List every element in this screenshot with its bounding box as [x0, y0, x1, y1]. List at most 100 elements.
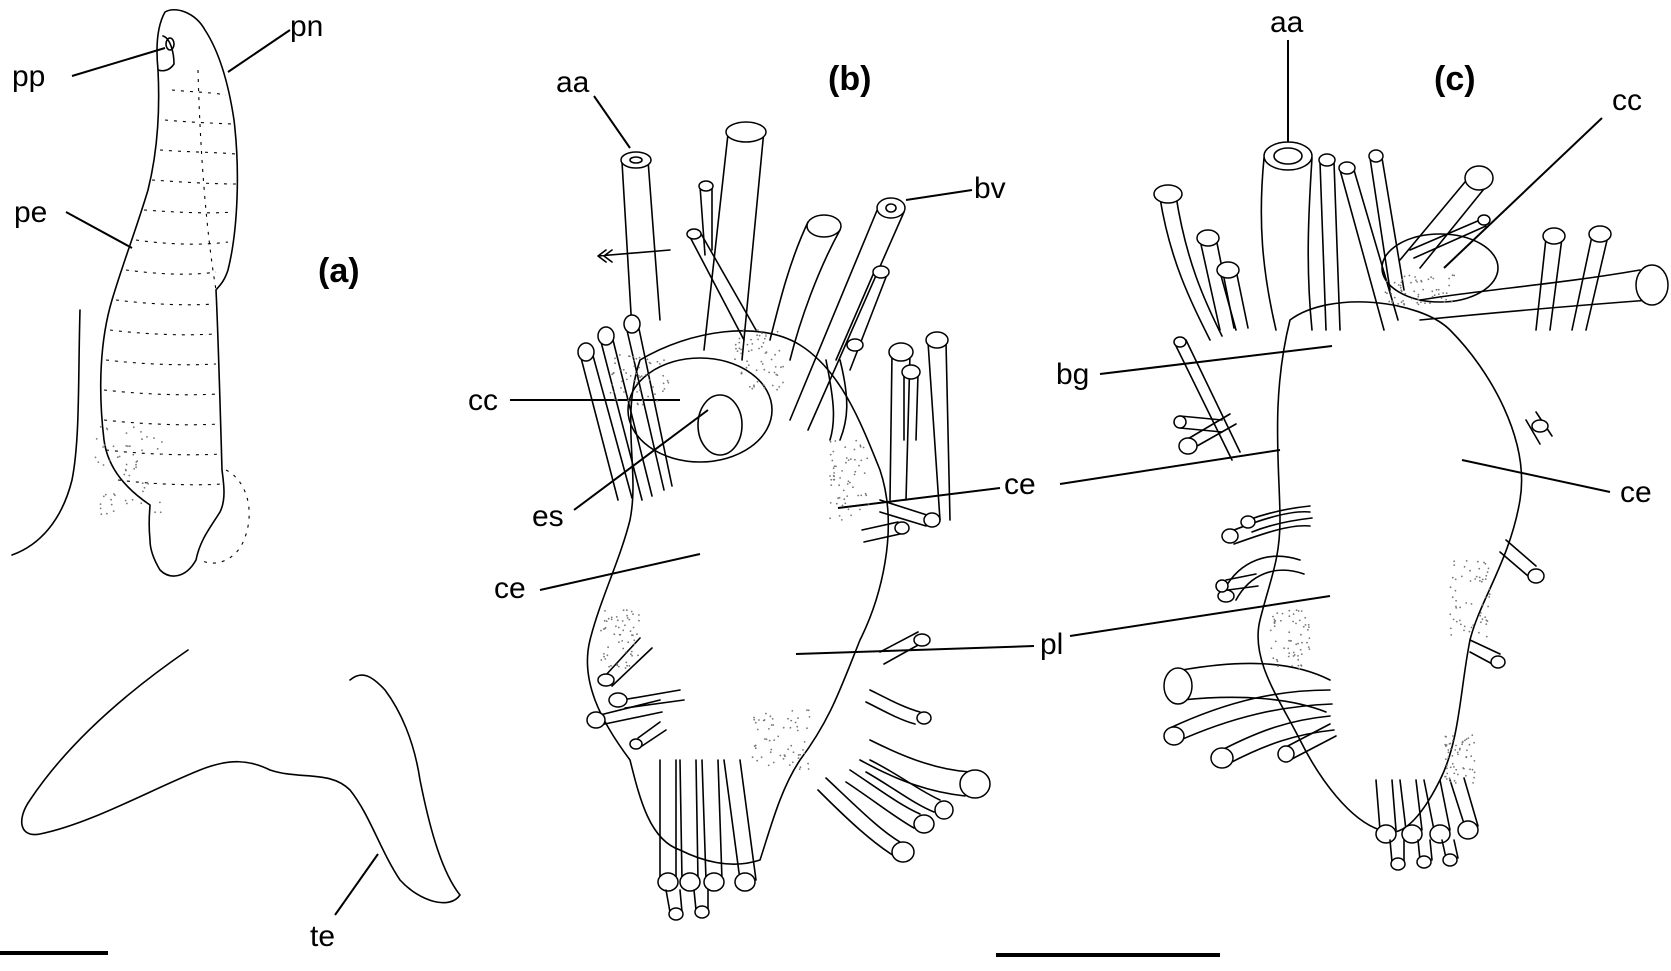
- stipple-dot: [627, 641, 630, 644]
- stipple-dot: [1422, 288, 1424, 291]
- stipple-dot: [662, 390, 664, 392]
- stipple-dot: [1485, 623, 1488, 625]
- stipple-dot: [629, 400, 632, 403]
- stipple-dot: [1447, 749, 1450, 751]
- stipple-dot: [1307, 628, 1309, 631]
- stipple-dot: [1302, 625, 1305, 628]
- stipple-dot: [808, 716, 811, 718]
- stipple-dot: [776, 374, 779, 376]
- stipple-dot: [806, 709, 808, 711]
- stipple-dot: [639, 376, 641, 379]
- stipple-dot: [1304, 624, 1307, 626]
- stipple-dot: [125, 432, 128, 434]
- stipple-dot: [621, 620, 624, 622]
- stipple-dot: [1451, 739, 1454, 742]
- stipple-dot: [1457, 753, 1459, 756]
- stipple-dot: [1470, 603, 1473, 605]
- stipple-dot: [113, 493, 115, 495]
- stipple-dot: [831, 459, 834, 462]
- stipple-dot: [769, 751, 772, 754]
- stipple-dot: [747, 364, 750, 366]
- stipple-dot: [105, 427, 108, 430]
- stipple-dot: [762, 342, 765, 344]
- stipple-dot: [1269, 629, 1272, 632]
- stipple-dot: [1275, 658, 1278, 661]
- stipple-dot: [867, 503, 870, 505]
- stipple-dot: [833, 465, 836, 468]
- stipple-dot: [114, 494, 116, 497]
- arrow-mark-b: [597, 249, 671, 263]
- label-pp: pp: [12, 60, 45, 93]
- stipple-dot: [738, 337, 741, 340]
- stipple-dot: [862, 446, 865, 449]
- label-te: te: [310, 920, 335, 953]
- stipple-dot: [630, 610, 633, 613]
- stipple-dot: [787, 717, 789, 720]
- stipple-dot: [619, 354, 621, 356]
- stipple-dot: [1485, 635, 1488, 638]
- stipple-dot: [102, 446, 104, 448]
- stipple-dot: [1306, 641, 1308, 644]
- stipple-dot: [833, 472, 835, 474]
- stipple-dot: [857, 494, 860, 497]
- stipple-dot: [600, 629, 602, 632]
- stipple-dot: [1300, 610, 1303, 612]
- stipple-dot: [636, 381, 639, 384]
- stipple-dot: [1480, 612, 1482, 614]
- stipple-dot: [154, 511, 157, 514]
- stipple-dot: [832, 478, 835, 481]
- stipple-dot: [1449, 586, 1452, 589]
- leader-aa-b: [593, 95, 631, 149]
- stipple-dot: [633, 643, 636, 646]
- stipple-dot: [829, 502, 832, 504]
- stipple-dot: [763, 337, 766, 340]
- stipple-dot: [629, 375, 632, 377]
- stipple-dot: [1455, 768, 1458, 771]
- stipple-dot: [751, 387, 754, 390]
- stipple-dot: [829, 517, 831, 520]
- stipple-dot: [1460, 623, 1462, 626]
- stipple-dot: [600, 659, 603, 661]
- stipple-dot: [112, 510, 115, 512]
- lower-tubes-b: [657, 759, 757, 921]
- stipple-dot: [1484, 596, 1487, 599]
- stipple-dot: [1486, 620, 1489, 622]
- stipple-dot: [1298, 667, 1301, 670]
- stipple-dot: [1454, 749, 1457, 751]
- stipple-dot: [1485, 574, 1488, 577]
- stipple-dot: [1466, 749, 1468, 752]
- tail-coil: [199, 469, 250, 564]
- stipple-dot: [803, 752, 806, 755]
- stipple-dot: [746, 360, 748, 363]
- stipple-dot: [850, 514, 852, 517]
- stipple-dot: [1468, 630, 1471, 633]
- stipple-dot: [791, 710, 794, 712]
- stipple-dot: [763, 368, 766, 371]
- stipple-dot: [1484, 562, 1487, 565]
- stipple-dot: [1307, 624, 1310, 626]
- stipple-dot: [140, 431, 142, 433]
- stipple-dot: [1300, 664, 1302, 667]
- stipple-dot: [1388, 300, 1391, 303]
- stipple-dot: [628, 355, 631, 358]
- body-wall-outline: [11, 309, 81, 556]
- stipple-dot: [1455, 607, 1458, 609]
- stipple-dot: [638, 619, 640, 622]
- stipple-dot: [1449, 748, 1452, 750]
- stipple-dot: [1293, 654, 1296, 656]
- stipple-dot: [1295, 622, 1297, 625]
- stipple-dot: [161, 441, 163, 443]
- stipple-dot: [807, 768, 810, 770]
- stipple-dot: [773, 739, 776, 741]
- stipple-dot: [1445, 778, 1448, 780]
- stipple-dot: [1461, 741, 1464, 744]
- stipple-dot: [140, 502, 143, 505]
- stipple-dot: [1390, 293, 1393, 295]
- stipple-dot: [626, 664, 628, 667]
- stipple-dot: [632, 626, 635, 629]
- stipple-dot: [1431, 290, 1434, 293]
- stipple-dot: [131, 498, 134, 501]
- stipple-dot: [1459, 619, 1461, 622]
- stipple-dot: [606, 654, 609, 657]
- stipple-dot: [649, 362, 652, 365]
